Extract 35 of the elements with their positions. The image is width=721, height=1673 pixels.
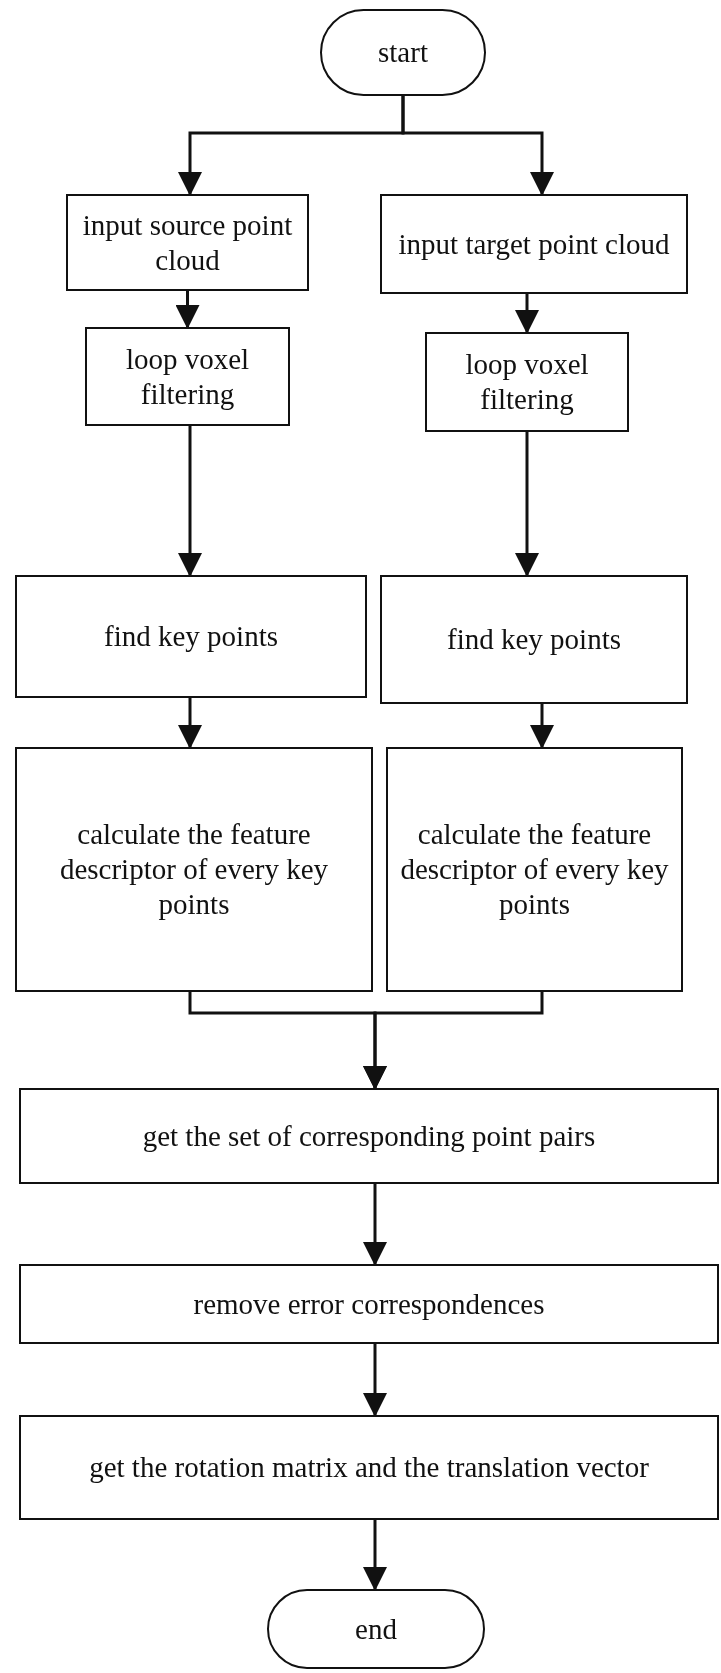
process-box bbox=[66, 194, 309, 291]
process-box bbox=[386, 747, 683, 992]
process-box bbox=[380, 575, 688, 704]
process-box bbox=[19, 1415, 719, 1520]
arrow bbox=[401, 96, 554, 196]
arrow bbox=[363, 992, 544, 1090]
node-label: find key points bbox=[447, 622, 621, 657]
node-label: remove error correspondences bbox=[193, 1286, 545, 1322]
arrow bbox=[530, 704, 554, 749]
node-label: loop voxel filtering bbox=[464, 347, 590, 417]
node-label: calculate the feature descriptor of every key points bbox=[399, 817, 670, 922]
process-box bbox=[425, 332, 629, 432]
process-box bbox=[15, 575, 367, 698]
arrow bbox=[175, 291, 200, 329]
arrow bbox=[363, 1344, 387, 1417]
arrow bbox=[178, 698, 202, 749]
node-label: input target point cloud bbox=[398, 226, 670, 262]
node-label: get the rotation matrix and the translation vector bbox=[89, 1450, 649, 1485]
node-label: loop voxel filtering bbox=[124, 341, 251, 412]
arrow bbox=[515, 294, 539, 334]
process-box bbox=[85, 327, 290, 426]
process-box bbox=[19, 1264, 719, 1344]
node-label: find key points bbox=[104, 619, 278, 654]
node-label: input source point cloud bbox=[81, 207, 294, 278]
node-label: calculate the feature descriptor of every key points bbox=[58, 817, 330, 922]
process-box bbox=[380, 194, 688, 294]
process-box bbox=[15, 747, 373, 992]
process-box bbox=[19, 1088, 719, 1184]
arrow bbox=[363, 1520, 387, 1591]
node-label: start bbox=[378, 35, 428, 70]
node-label: get the set of corresponding point pairs bbox=[142, 1118, 596, 1154]
arrow bbox=[363, 1184, 387, 1266]
node-label: end bbox=[355, 1611, 397, 1647]
arrow bbox=[515, 432, 539, 577]
arrow bbox=[178, 426, 202, 577]
